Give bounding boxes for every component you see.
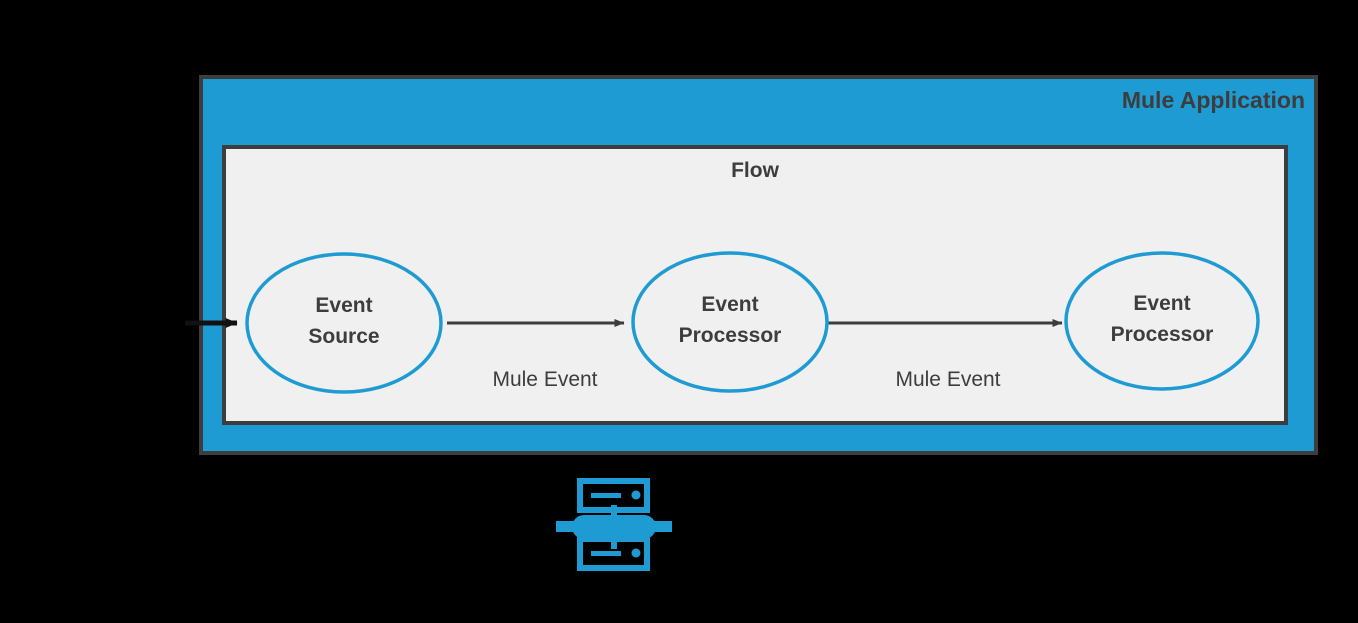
server-icon-core (572, 515, 656, 539)
event-processor-1-label-line2: Processor (679, 324, 782, 347)
node-event-processor-2[interactable]: Event Processor (1064, 251, 1260, 391)
event-processor-1-label-line1: Event (701, 293, 758, 316)
event-processor-1-ellipse[interactable] (631, 251, 829, 393)
event-source-label-line2: Source (308, 325, 379, 348)
node-event-processor-1[interactable]: Event Processor (631, 251, 829, 393)
event-source-label-line1: Event (315, 294, 372, 317)
event-processor-2-ellipse[interactable] (1064, 251, 1260, 391)
edge-2-label: Mule Event (895, 368, 1000, 391)
event-source-ellipse[interactable] (245, 252, 443, 394)
edge-1-label: Mule Event (492, 368, 597, 391)
server-icon-core-tab-left (556, 521, 576, 532)
server-icon-rack-top-led (631, 490, 641, 500)
server-icon-rack-top (577, 478, 650, 513)
mule-application-title: Mule Application (1122, 87, 1305, 113)
event-processor-2-label-line2: Processor (1111, 323, 1214, 346)
server-icon-rack-bottom-led (631, 548, 641, 558)
server-icon-rack-bottom-slot (591, 551, 621, 556)
server-icon-rack-top-slot (591, 493, 621, 498)
event-processor-2-label-line1: Event (1133, 292, 1190, 315)
server-icon-core-tab-right (652, 521, 672, 532)
server-icon[interactable] (556, 478, 672, 571)
node-event-source[interactable]: Event Source (245, 252, 443, 394)
flow-title: Flow (731, 159, 779, 182)
